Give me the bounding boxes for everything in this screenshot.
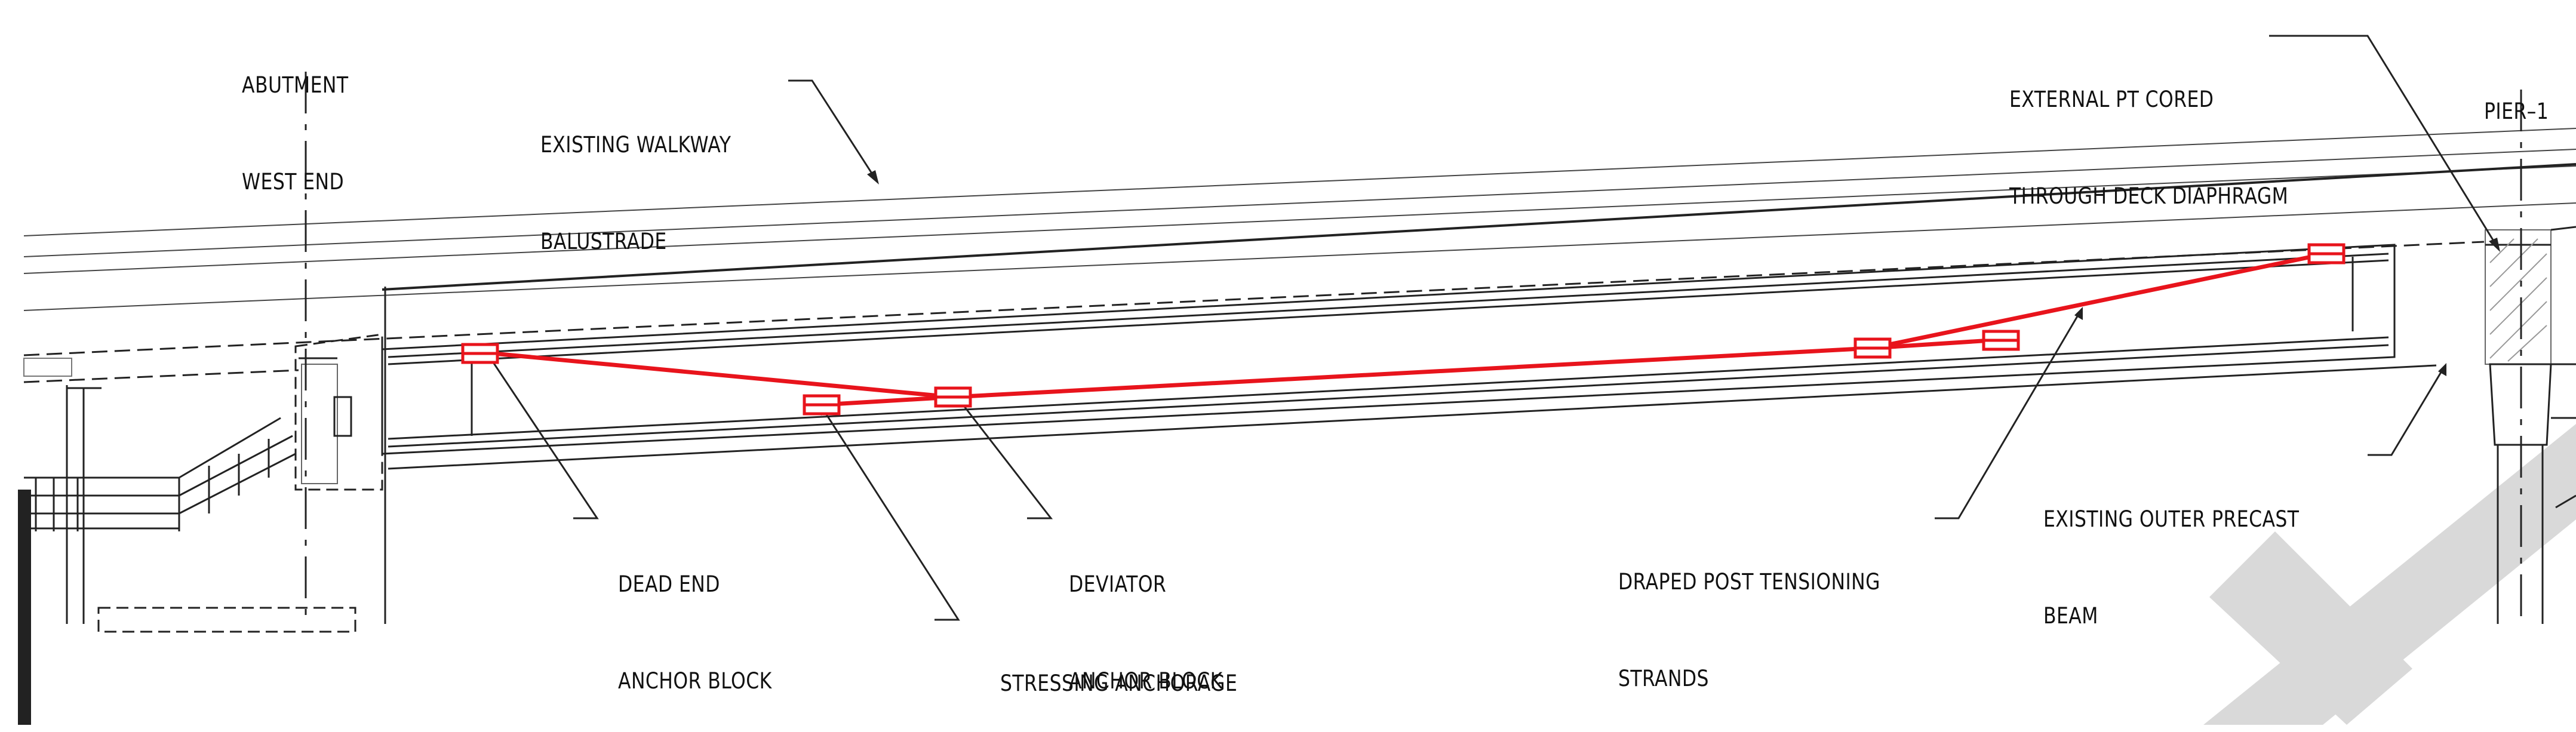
deviator-anchor-block: [934, 386, 972, 408]
walkway-label: EXISTING WALKWAY BALUSTRADE: [540, 64, 731, 290]
external-pt-label-line1: EXTERNAL PT CORED: [2009, 87, 2214, 112]
abutment-structure: [23, 287, 386, 633]
stressing-anchorage-right: [1982, 330, 2020, 351]
draped-label-line1: DRAPED POST TENSIONING: [1618, 569, 1880, 595]
watermark-mark: [2203, 424, 2576, 725]
walkway-label-line2: BALUSTRADE: [540, 229, 667, 254]
dead-end-anchor-block: [461, 343, 499, 364]
walkway-label-line1: EXISTING WALKWAY: [540, 132, 731, 158]
deviator-label-line2: ANCHOR BLOCK: [1069, 668, 1223, 694]
abutment-label: ABUTMENT WEST END: [242, 5, 348, 230]
end-anchor-block: [2307, 243, 2346, 264]
pier-structure: [2485, 226, 2576, 624]
external-pt-label: EXTERNAL PT CORED THROUGH DECK DIAPHRAGM: [2009, 19, 2288, 245]
dead-end-label-line1: DEAD END: [618, 571, 720, 597]
pier-hatch: [2489, 238, 2547, 362]
outer-beam-label-line2: BEAM: [2043, 603, 2098, 629]
outer-beam-label-line1: EXISTING OUTER PRECAST: [2043, 506, 2300, 532]
draped-label-line2: STRANDS: [1618, 666, 1709, 691]
stressing-label: STRESSING ANCHORAGE: [1000, 603, 1237, 732]
walkway-balustrade: [23, 128, 2576, 311]
stressing-label-text: STRESSING ANCHORAGE: [1000, 671, 1238, 696]
leader-lines: [488, 35, 2497, 621]
left-border-bar: [18, 490, 31, 725]
dead-end-label-line2: ANCHOR BLOCK: [618, 668, 772, 694]
pier-label-text: PIER–1: [2484, 99, 2549, 124]
deviator-anchor-block-right: [1853, 337, 1892, 359]
stressing-anchorage: [803, 394, 841, 416]
deck-top: [382, 163, 2576, 291]
abutment-label-line1: ABUTMENT: [242, 72, 349, 98]
deviator-label: DEVIATOR ANCHOR BLOCK: [1069, 504, 1223, 730]
pier-label: PIER–1: [2484, 31, 2549, 160]
draped-label: DRAPED POST TENSIONING STRANDS: [1618, 502, 1880, 727]
external-pt-label-line2: THROUGH DECK DIAPHRAGM: [2009, 183, 2289, 209]
outer-beam-label: EXISTING OUTER PRECAST BEAM: [2043, 439, 2299, 665]
dead-end-label: DEAD END ANCHOR BLOCK: [618, 504, 772, 730]
abutment-label-line2: WEST END: [242, 169, 345, 195]
post-tensioning-tendon: [480, 251, 2326, 407]
deviator-label-line1: DEVIATOR: [1069, 571, 1167, 597]
anchor-blocks: [461, 243, 2346, 416]
